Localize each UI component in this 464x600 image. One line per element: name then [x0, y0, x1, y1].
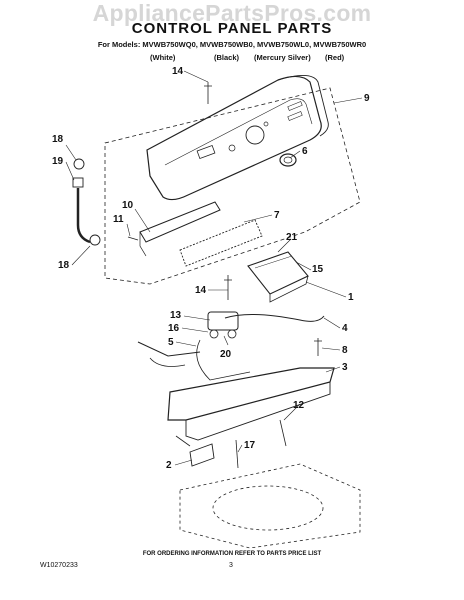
page-number: 3 [229, 562, 233, 569]
callout-label: 16 [168, 323, 180, 334]
water-valve [207, 311, 239, 331]
callout-label: 19 [52, 156, 64, 167]
console-base [167, 367, 335, 421]
callout-label: 20 [220, 349, 232, 360]
screw [314, 338, 322, 356]
control-board [179, 219, 263, 267]
console-button [228, 144, 236, 152]
callout-label: 2 [166, 460, 172, 471]
display-window [196, 144, 216, 160]
valve-wire [137, 341, 201, 357]
callout-label: 18 [58, 260, 70, 271]
callout-label: 3 [342, 362, 348, 373]
callout-label: 11 [113, 214, 124, 225]
console-panel [146, 75, 322, 201]
color-white: (White) [150, 53, 176, 62]
console-end-cap [277, 75, 329, 137]
callout-label: 13 [170, 310, 182, 321]
callout-label: 12 [293, 400, 305, 411]
watermark: AppliancePartsPros.com [92, 0, 372, 26]
callout-label: 1 [348, 292, 354, 303]
page-title: CONTROL PANEL PARTS [131, 20, 333, 37]
callouts: 14 9 6 18 19 10 11 7 21 15 18 1 14 13 16… [52, 66, 370, 471]
callout-label: 14 [195, 285, 207, 296]
color-mercury-silver: (Mercury Silver) [254, 53, 311, 62]
callout-label: 5 [168, 337, 174, 348]
screw [279, 419, 287, 447]
console-button [263, 121, 269, 127]
callout-label: 21 [286, 232, 298, 243]
color-legend: (White) (Black) (Mercury Silver) (Red) [0, 53, 464, 65]
console-inner-edge [164, 98, 313, 166]
ui-board [139, 201, 221, 243]
callout-label: 15 [312, 264, 324, 275]
callout-label: 7 [274, 210, 280, 221]
button-strip-2 [287, 111, 303, 121]
callout-label: 4 [342, 323, 348, 334]
document-id: W10270233 [40, 562, 78, 569]
knob [279, 153, 297, 167]
panel-dashed-outline [104, 87, 361, 285]
callout-label: 18 [52, 134, 64, 145]
bracket [189, 443, 215, 467]
callout-label: 14 [172, 66, 184, 77]
callout-label: 10 [122, 200, 134, 211]
color-black: (Black) [214, 53, 240, 62]
callout-label: 8 [342, 345, 348, 356]
wire-harness [224, 313, 325, 322]
console-dial [245, 125, 265, 145]
button-strip [287, 101, 303, 111]
callout-label: 9 [364, 93, 370, 104]
callout-label: 17 [244, 440, 256, 451]
color-red: (Red) [325, 53, 345, 62]
screw [224, 275, 232, 300]
models-line: For Models: MVWB750WQ0, MVWB750WB0, MVWB… [97, 40, 367, 49]
hose [76, 188, 91, 244]
clamp [89, 234, 101, 246]
ordering-note: FOR ORDERING INFORMATION REFER TO PARTS … [142, 551, 322, 557]
clip [235, 439, 239, 469]
hose-fitting [72, 177, 84, 188]
callout-label: 6 [302, 146, 308, 157]
screw [204, 82, 212, 104]
clamp [73, 158, 85, 170]
screw [127, 236, 139, 241]
cabinet-top [179, 463, 361, 549]
